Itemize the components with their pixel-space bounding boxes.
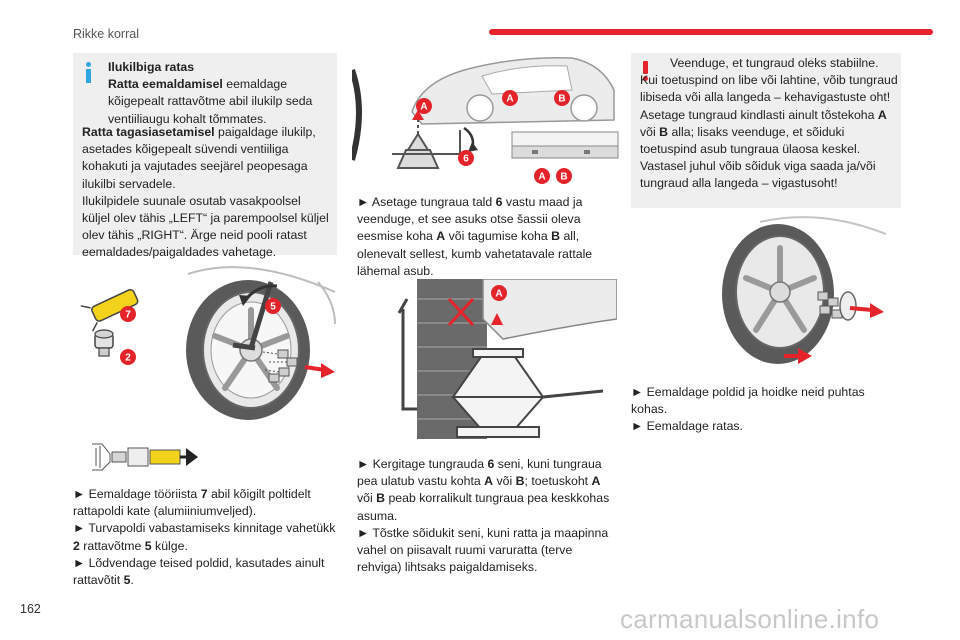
section-title: Rikke korral (73, 27, 139, 41)
callout-adapter-2: 2 (125, 353, 131, 364)
step-3a: ► Lõdvendage teised poldid, kasutades ai… (73, 555, 325, 588)
warning-p2-B: B (659, 124, 669, 139)
info-box-p3: Ilukilpidele suunale osutab vasakpoolsel… (82, 193, 329, 260)
step-1-num: 7 (200, 487, 208, 501)
info-box-p1-rest: eemaldage kõigepealt rattavõtme abil ilu… (108, 77, 313, 126)
col2-s2e: või (357, 491, 377, 506)
step-2-num: 2 (73, 538, 80, 553)
info-box-p2-rest: paigaldage ilukilp, asetades kõigepealt … (82, 125, 316, 191)
col2-s2d: ; toetuskoht (524, 474, 592, 489)
warning-icon (642, 61, 650, 81)
col2-step-2-3: ► Kergitage tungrauda 6 seni, kuni tungr… (357, 456, 619, 576)
warning-p2b: või (640, 124, 660, 139)
info-icon (86, 62, 92, 83)
warning-box-body: Veenduge, et tungraud oleks stabiilne. K… (640, 55, 898, 193)
callout-a-car: A (506, 94, 513, 105)
col3-s2: ► Eemaldage ratas. (631, 419, 743, 434)
step-3b: . (130, 573, 134, 588)
cap-removal-mini-figure (92, 443, 198, 471)
step-2c: külge. (151, 538, 188, 553)
col1-steps: ► Eemaldage tööriista 7 abil kõigilt pol… (73, 486, 337, 589)
warning-p1: Veenduge, et tungraud oleks stabiilne. K… (640, 56, 898, 105)
page-number: 162 (20, 602, 41, 616)
info-box-title: Ilukilbiga ratas (108, 60, 195, 74)
col2-s2b: seni, kuni tungraua pea ulatub vastu koh… (357, 457, 602, 489)
step-2-num2: 5 (144, 538, 152, 553)
warning-p2-A: A (877, 107, 887, 122)
col2-s2-A2: A (591, 474, 601, 489)
info-box-title-block: Ilukilbiga ratas Ratta eemaldamisel eema… (108, 59, 333, 128)
callout-a-sill: A (538, 172, 545, 183)
step-2a: ► Turvapoldi vabastamiseks kinnitage vah… (73, 521, 336, 536)
warning-p2a: Asetage tungraud kindlasti ainult tõstek… (640, 107, 878, 122)
wheel-removal-figure (722, 216, 887, 364)
col2-s3: ► Tõstke sõidukit seni, kuni ratta ja ma… (357, 525, 609, 575)
callout-jack-6: 6 (463, 154, 469, 165)
col2-s1c: või tagumise koha (445, 229, 552, 244)
step-2b: rattavõtme (79, 538, 145, 553)
col2-s1b: vastu maad ja veenduge, et see asuks ots… (357, 195, 583, 244)
col3-s1: ► Eemaldage poldid ja hoidke neid puhtas… (631, 385, 865, 417)
col2-s2-A: A (484, 474, 494, 489)
col2-s2f: peab korralikult tungraua pea keskkohas … (357, 491, 610, 523)
col2-s1a: ► Asetage tungraua tald (357, 195, 496, 209)
callout-a-detail: A (495, 289, 502, 300)
col3-steps: ► Eemaldage poldid ja hoidke neid puhtas… (631, 384, 901, 436)
col2-s1-A: A (436, 229, 446, 244)
info-box-p2-bold: Ratta tagasiasetamisel (82, 125, 215, 139)
step-1b: abil kõigilt poltidelt rattapoldi kate (… (73, 487, 311, 519)
col2-step-1: ► Asetage tungraua tald 6 vastu maad ja … (357, 194, 619, 280)
info-box: Ilukilbiga ratas Ratta eemaldamisel eema… (73, 53, 337, 255)
callout-a-front: A (420, 102, 427, 113)
callout-tool-7: 7 (125, 310, 131, 321)
col2-s2-B2: B (376, 491, 386, 506)
callout-wrench-5: 5 (270, 302, 276, 313)
col2-s1-num: 6 (495, 195, 503, 209)
col2-s1-B: B (551, 229, 561, 244)
jack-position-figure: A A B 6 A B (352, 56, 619, 184)
callout-b-sill: B (560, 172, 567, 183)
col2-s2-B: B (515, 474, 525, 489)
warning-box: Veenduge, et tungraud oleks stabiilne. K… (631, 53, 901, 208)
step-3-num: 5 (123, 573, 131, 588)
col2-s2a: ► Kergitage tungrauda (357, 457, 488, 471)
col2-s2c: või (493, 474, 516, 489)
watermark: carmanualsonline.info (620, 604, 880, 634)
section-accent-bar (489, 29, 933, 35)
step-1a: ► Eemaldage tööriista (73, 487, 201, 501)
col2-s2-num: 6 (487, 457, 495, 471)
info-box-p1-bold: Ratta eemaldamisel (108, 77, 223, 92)
warning-p2c: alla; lisaks veenduge, et sõiduki toetus… (640, 124, 876, 191)
wheel-bolt-removal-figure: 7 5 2 (73, 262, 337, 422)
col2-s1d: all, olenevalt sellest, kumb vahetataval… (357, 229, 593, 278)
jack-detail-figure: A (397, 279, 617, 439)
info-box-body: Ratta tagasiasetamisel paigaldage ilukil… (82, 124, 332, 262)
callout-b-car: B (558, 94, 565, 105)
